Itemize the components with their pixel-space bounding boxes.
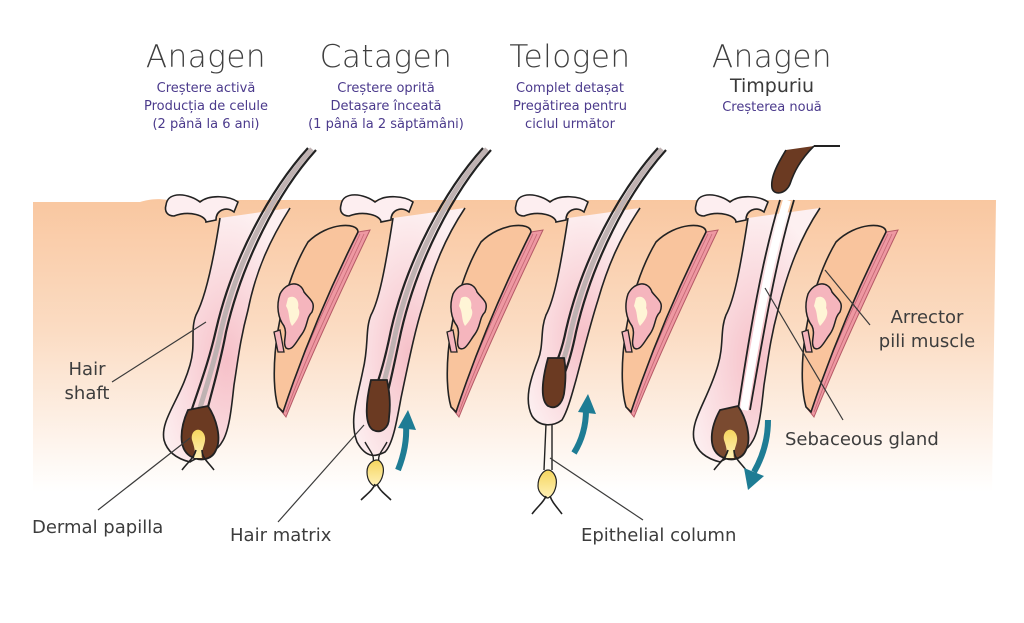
phase-line: (1 până la 2 săptămâni) xyxy=(308,117,464,132)
phase-line: Producția de celule xyxy=(143,99,269,114)
label-epithelial-column: Epithelial column xyxy=(581,525,737,546)
arrow-up-icon-1-head xyxy=(398,410,416,430)
phase-subtitle-early: Timpuriu xyxy=(729,75,815,97)
phase-line: ciclul următor xyxy=(525,117,615,132)
leader-epithelial-column xyxy=(549,457,644,521)
arrow-down-icon-head xyxy=(744,468,764,490)
follicle-anagen xyxy=(162,147,371,471)
follicle-early-anagen xyxy=(692,145,899,471)
follicle-telogen xyxy=(514,147,719,515)
label-hair-matrix: Hair matrix xyxy=(230,525,332,546)
phase-title-anagen: Anagen xyxy=(145,39,267,75)
phase-line: Creștere activă xyxy=(156,81,256,96)
phase-description-anagen: Creștere activă Producția de celule (2 p… xyxy=(106,80,306,134)
arrow-up-icon-2 xyxy=(571,409,589,455)
phase-line: Creștere oprită xyxy=(337,81,435,96)
leader-arrector-pili xyxy=(824,269,871,326)
label-dermal-papilla: Dermal papilla xyxy=(32,517,164,538)
phase-title-catagen: Catagen xyxy=(319,39,453,75)
phase-description-anagen-early: Creșterea nouă xyxy=(672,99,872,117)
label-line: shaft xyxy=(64,383,110,404)
follicle-catagen xyxy=(339,147,544,501)
label-hair-shaft: Hair shaft xyxy=(52,358,122,406)
leader-hair-shaft xyxy=(111,321,207,383)
leader-sebaceous-gland xyxy=(764,287,844,421)
leader-dermal-papilla xyxy=(97,437,191,511)
phase-line: Detașare încеată xyxy=(330,99,442,114)
leader-hair-matrix xyxy=(277,424,365,523)
phase-line: Pregătirea pentru xyxy=(513,99,627,114)
phase-title-anagen-early: Anagen xyxy=(711,39,833,75)
label-sebaceous-gland: Sebaceous gland xyxy=(785,429,939,450)
leader-lines xyxy=(97,269,871,523)
phase-description-telogen: Complet detașat Pregătirea pentru ciclul… xyxy=(470,80,670,134)
label-arrector-pili-muscle: Arrector pili muscle xyxy=(862,306,992,354)
phase-title-telogen: Telogen xyxy=(509,39,631,75)
label-line: Arrector xyxy=(890,307,964,328)
arrow-up-icon-2-head xyxy=(578,394,596,414)
label-line: Hair xyxy=(68,359,106,380)
phase-line: (2 până la 6 ani) xyxy=(152,117,260,132)
phase-line: Creșterea nouă xyxy=(722,100,822,115)
phase-line: Complet detașat xyxy=(516,81,624,96)
arrow-down-icon xyxy=(751,419,771,474)
label-line: pili muscle xyxy=(878,331,976,352)
phase-description-catagen: Creștere oprită Detașare încеată (1 până… xyxy=(286,80,486,134)
